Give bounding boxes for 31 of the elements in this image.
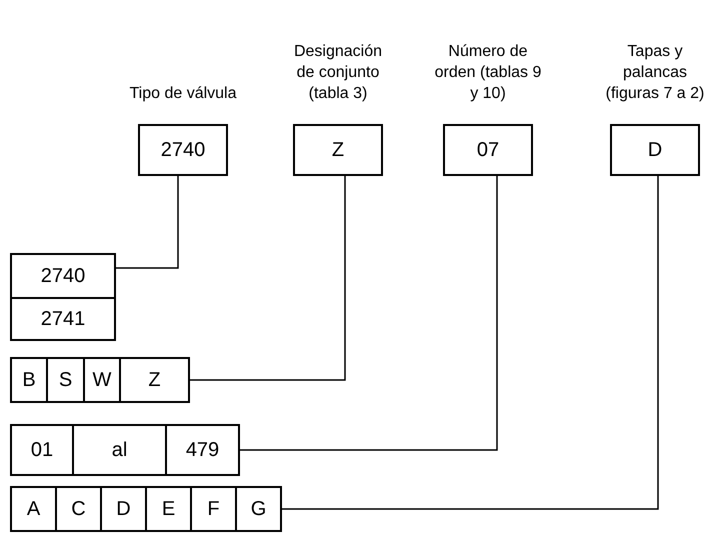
code-cell: D: [102, 488, 147, 530]
code-value: D: [648, 138, 662, 162]
code-group: [10, 253, 116, 341]
code-cell: C: [57, 488, 102, 530]
code-group: [10, 424, 240, 476]
code-cell: G: [237, 488, 280, 530]
code-value: Z: [332, 138, 344, 162]
code-cell: 479: [167, 426, 238, 474]
column-heading: Tipo de válvula: [128, 84, 238, 104]
column-heading: Tapas y palancas (figuras 7 a 2): [604, 42, 706, 104]
code-cell: B: [12, 359, 48, 401]
code-group: [10, 486, 282, 532]
code-cell: 01: [12, 426, 74, 474]
code-cell: 2741: [12, 297, 114, 339]
connector-line: [116, 176, 179, 269]
connector-line: [282, 176, 659, 510]
connector-line: [240, 176, 498, 451]
connector-line: [190, 176, 346, 381]
code-cell: S: [48, 359, 85, 401]
code-cell: F: [192, 488, 237, 530]
column-heading: Designación de conjunto (tabla 3): [292, 42, 384, 104]
code-value: 2740: [160, 138, 206, 162]
code-cell: Z: [121, 359, 188, 401]
code-group: [10, 357, 190, 403]
code-cell: W: [85, 359, 121, 401]
code-cell: A: [12, 488, 57, 530]
column-heading: Número de orden (tablas 9 y 10): [434, 42, 542, 104]
code-value: 07: [476, 138, 500, 162]
code-cell: E: [147, 488, 192, 530]
code-cell: 2740: [12, 255, 114, 297]
code-cell: al: [74, 426, 167, 474]
